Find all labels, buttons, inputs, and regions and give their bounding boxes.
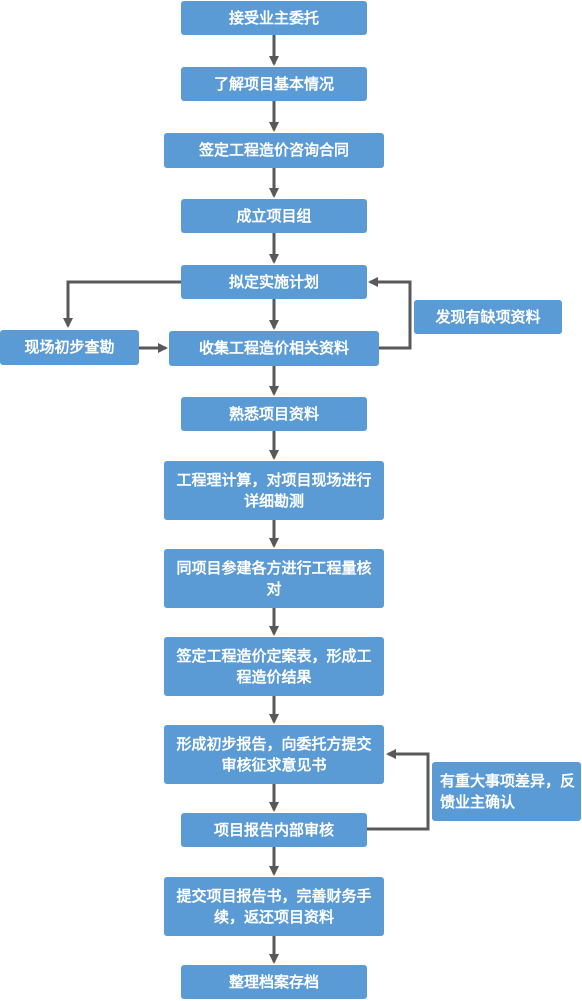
step-confirm-result: 签定工程造价定案表，形成工程造价结果 (164, 637, 384, 696)
arrow-plan-survey (63, 280, 181, 328)
arrow-review-prelim-loop (366, 749, 430, 831)
side-major-difference: 有重大事项差异，反馈业主确认 (432, 762, 581, 821)
step-collect-data: 收集工程造价相关资料 (169, 331, 379, 366)
step-submit-report: 提交项目报告书，完善财务手续，返还项目资料 (164, 877, 384, 936)
step-accept-commission: 接受业主委托 (181, 1, 367, 35)
step-form-team: 成立项目组 (181, 199, 367, 233)
step-draft-plan-label: 拟定实施计划 (228, 272, 319, 291)
step-confirm-result-label: 签定工程造价定案表，形成工程造价结果 (176, 646, 372, 686)
side-site-survey-label: 现场初步查勘 (24, 338, 115, 356)
step-quantity-survey: 工程理计算，对项目现场进行详细勘测 (164, 461, 384, 520)
step-preliminary-report: 形成初步报告，向委托方提交审核征求意见书 (164, 725, 384, 784)
step-archive-label: 整理档案存档 (228, 972, 319, 991)
step-draft-plan: 拟定实施计划 (181, 265, 367, 299)
step-internal-review-label: 项目报告内部审核 (213, 820, 334, 839)
step-submit-report-label: 提交项目报告书，完善财务手续，返还项目资料 (176, 886, 372, 926)
arrow-collect-plan-loop (368, 277, 412, 350)
step-familiarize-label: 熟悉项目资料 (228, 404, 319, 423)
side-missing-data-label: 发现有缺项资料 (435, 307, 541, 326)
step-understand-project: 了解项目基本情况 (181, 67, 367, 101)
step-archive: 整理档案存档 (181, 965, 367, 999)
step-quantity-survey-label: 工程理计算，对项目现场进行详细勘测 (176, 470, 372, 510)
step-understand-project-label: 了解项目基本情况 (213, 74, 334, 93)
step-accept-commission-label: 接受业主委托 (228, 8, 319, 27)
side-major-difference-label: 有重大事项差异，反馈业主确认 (440, 771, 576, 811)
side-missing-data: 发现有缺项资料 (414, 300, 562, 334)
side-site-survey: 现场初步查勘 (0, 330, 139, 365)
step-familiarize: 熟悉项目资料 (181, 397, 367, 431)
step-quantity-check-label: 同项目参建各方进行工程量核对 (176, 558, 372, 598)
step-internal-review: 项目报告内部审核 (181, 813, 367, 847)
step-sign-contract: 签定工程造价咨询合同 (164, 133, 384, 168)
step-collect-data-label: 收集工程造价相关资料 (198, 339, 349, 357)
step-preliminary-report-label: 形成初步报告，向委托方提交审核征求意见书 (176, 734, 372, 774)
step-sign-contract-label: 签定工程造价咨询合同 (198, 141, 349, 159)
step-form-team-label: 成立项目组 (236, 206, 312, 225)
step-quantity-check: 同项目参建各方进行工程量核对 (164, 549, 384, 608)
